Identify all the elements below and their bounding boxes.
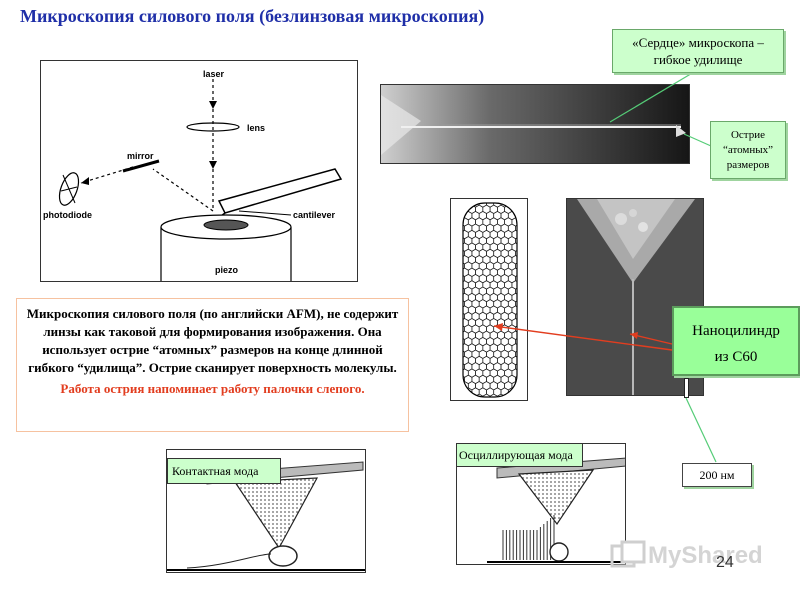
mirror-shape (122, 159, 160, 173)
watermark-text: MyShared (648, 542, 763, 569)
nanocylinder-line1: Наноцилиндр (692, 323, 780, 339)
heart-arrow (609, 71, 695, 123)
laser-label: laser (203, 69, 225, 79)
oscillating-mode-label: Осциллирующая мода (456, 443, 583, 467)
nanotube-drawing (450, 198, 528, 401)
piezo-label: piezo (215, 265, 239, 275)
scale-callout: 200 нм (682, 463, 752, 487)
description-box: Микроскопия силового поля (по английски … (16, 298, 409, 432)
mirror-label: mirror (127, 151, 154, 161)
nanocylinder-line2: из С60 (714, 349, 758, 365)
lens-label: lens (247, 123, 265, 133)
lattice-hexagon (497, 393, 505, 397)
description-text: Микроскопия силового поля (по английски … (26, 306, 399, 375)
watermark-logo-icon (610, 540, 646, 568)
photodiode-label: photodiode (43, 210, 92, 220)
nanocylinder-callout: Наноцилиндр из С60 (672, 306, 800, 376)
lattice-hexagon (475, 393, 484, 397)
nanotube-outline (462, 202, 518, 398)
description-highlight: Работа острия напоминает работу палочки … (60, 381, 365, 396)
tip-callout: Острие “атомных” размеров (710, 121, 786, 179)
contact-mode-label: Контактная мода (167, 458, 281, 484)
afm-schematic: laser lens mirror photodiode cantilever … (40, 60, 358, 282)
photodiode-shape (58, 172, 80, 206)
scale-arrow (685, 397, 717, 463)
page-number: 24 (716, 554, 734, 571)
heart-callout: «Сердце» микроскопа – гибкое удилище (612, 29, 784, 73)
lens-shape (186, 122, 240, 132)
cantilever-label: cantilever (293, 210, 336, 220)
scale-bar (684, 378, 689, 398)
lattice-hexagon (482, 393, 491, 397)
myshared-watermark: MyShared (608, 540, 768, 574)
nanocylinder-arrow-drawing (493, 325, 673, 351)
page-title: Микроскопия силового поля (безлинзовая м… (20, 6, 485, 26)
cantilever-shape (217, 168, 343, 214)
cantilever-micrograph (380, 84, 690, 164)
lattice-hexagon (489, 393, 498, 397)
